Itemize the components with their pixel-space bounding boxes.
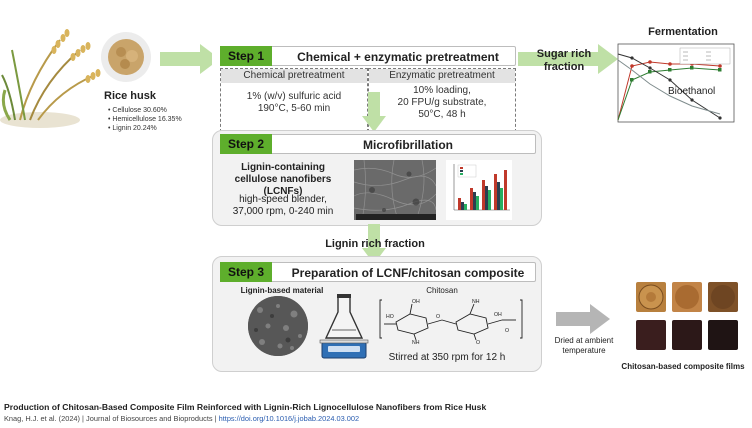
blender-line: 37,000 rpm, 0-240 min bbox=[232, 206, 334, 217]
dried-label: Dried at ambient temperature bbox=[546, 336, 622, 356]
chemical-line: 190°C, 5-60 min bbox=[257, 103, 331, 114]
composition-item: • Lignin 20.24% bbox=[108, 125, 157, 132]
lignin-material-image bbox=[248, 296, 308, 356]
step2-title: Microfibrillation bbox=[363, 138, 453, 152]
svg-text:OH: OH bbox=[494, 312, 502, 318]
svg-text:O: O bbox=[476, 340, 480, 346]
step1-chemical-box: Chemical pretreatment 1% (w/v) sulfuric … bbox=[220, 68, 368, 132]
arrow-step1-to-step2 bbox=[362, 92, 386, 137]
lignin-fraction-label: Lignin rich fraction bbox=[325, 238, 425, 250]
svg-text:O: O bbox=[436, 314, 440, 320]
film-sample bbox=[636, 320, 666, 350]
step1-title: Chemical + enzymatic pretreatment bbox=[297, 50, 499, 64]
citation-doi-link[interactable]: https://doi.org/10.1016/j.jobab.2024.03.… bbox=[218, 414, 360, 423]
rice-husk-image bbox=[101, 32, 151, 82]
lignin-material-label: Lignin-based material bbox=[240, 286, 324, 295]
fermentation-title: Fermentation bbox=[648, 26, 718, 38]
chemical-line: 1% (w/v) sulfuric acid bbox=[246, 91, 342, 102]
dried-line: Dried at ambient bbox=[554, 336, 614, 345]
films-label: Chitosan-based composite films bbox=[621, 362, 745, 371]
stirrer-flask-icon bbox=[318, 294, 370, 364]
svg-text:HO: HO bbox=[386, 314, 394, 320]
citation-meta: Knag, H.J. et al. (2024) | Journal of Bi… bbox=[4, 414, 360, 423]
stirred-label: Stirred at 350 rpm for 12 h bbox=[388, 352, 506, 363]
microfibrillation-bar-chart bbox=[446, 160, 512, 220]
enzymatic-line: 20 FPU/g substrate, bbox=[397, 97, 487, 108]
lcnf-label: Lignin-containing cellulose nanofibers (… bbox=[218, 162, 348, 198]
dried-line: temperature bbox=[562, 346, 606, 355]
step2-tag: Step 2 bbox=[220, 134, 273, 154]
step3-header: Step 3 Preparation of LCNF/chitosan comp… bbox=[220, 262, 536, 282]
svg-text:O: O bbox=[505, 328, 509, 334]
arrow-to-fermentation bbox=[518, 44, 618, 79]
blender-line: high-speed blender, bbox=[239, 194, 327, 205]
film-sample bbox=[708, 320, 738, 350]
chemical-heading: Chemical pretreatment bbox=[221, 69, 367, 83]
arrow-to-films bbox=[556, 304, 610, 339]
composition-item: • Hemicellulose 16.35% bbox=[108, 116, 182, 123]
svg-text:NH: NH bbox=[412, 340, 420, 346]
enzymatic-heading: Enzymatic pretreatment bbox=[369, 69, 515, 83]
step1-tag: Step 1 bbox=[220, 46, 273, 66]
chitosan-structure: HO OH O NH NH O OH O bbox=[376, 294, 526, 346]
step3-title: Preparation of LCNF/chitosan composite bbox=[291, 266, 525, 280]
fermentation-plot bbox=[608, 40, 748, 132]
step1-enzymatic-box: Enzymatic pretreatment 10% loading, 20 F… bbox=[368, 68, 516, 132]
sugar-fraction-line: Sugar rich bbox=[536, 48, 592, 60]
sugar-fraction-line: fraction bbox=[543, 61, 585, 73]
enzymatic-line: 10% loading, bbox=[413, 85, 471, 96]
citation-journal: Journal of Biosources and Bioproducts bbox=[86, 414, 213, 423]
chitosan-label: Chitosan bbox=[426, 286, 458, 295]
step3-tag: Step 3 bbox=[220, 262, 273, 282]
step2-header: Step 2 Microfibrillation bbox=[220, 134, 536, 154]
film-sample bbox=[672, 282, 702, 312]
citation-footer: Production of Chitosan-Based Composite F… bbox=[0, 400, 752, 428]
film-sample bbox=[708, 282, 738, 312]
film-sample bbox=[672, 320, 702, 350]
lcnf-sem-image bbox=[354, 160, 436, 220]
arrow-step2-to-step3 bbox=[362, 224, 386, 269]
lcnf-line: Lignin-containing bbox=[241, 162, 325, 173]
rice-husk-composition: • Cellulose 30.60% • Hemicellulose 16.35… bbox=[108, 106, 188, 133]
arrow-to-step1 bbox=[160, 44, 220, 79]
lcnf-line: cellulose nanofibers (LCNFs) bbox=[234, 174, 332, 197]
film-sample bbox=[636, 282, 666, 312]
citation-authors: Knag, H.J. et al. (2024) bbox=[4, 414, 80, 423]
citation-title: Production of Chitosan-Based Composite F… bbox=[4, 402, 487, 412]
blender-label: high-speed blender, 37,000 rpm, 0-240 mi… bbox=[218, 194, 348, 218]
rice-plant-illustration bbox=[0, 20, 110, 130]
rice-husk-label: Rice husk bbox=[104, 90, 156, 102]
step1-header: Step 1 Chemical + enzymatic pretreatment bbox=[220, 46, 516, 66]
enzymatic-line: 50°C, 48 h bbox=[418, 109, 466, 120]
composite-films-grid bbox=[636, 282, 740, 356]
svg-text:NH: NH bbox=[472, 299, 480, 305]
bioethanol-label: Bioethanol bbox=[668, 86, 716, 97]
svg-text:OH: OH bbox=[412, 299, 420, 305]
composition-item: • Cellulose 30.60% bbox=[108, 107, 167, 114]
sugar-fraction-label: Sugar rich fraction bbox=[528, 48, 600, 74]
